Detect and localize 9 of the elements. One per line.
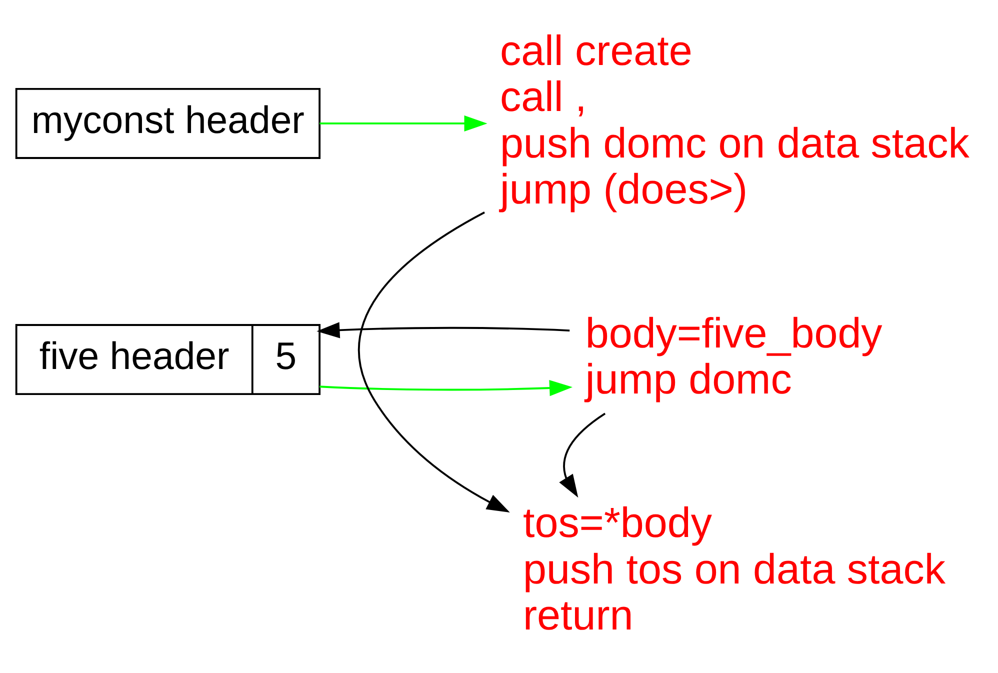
arrow [316,322,570,338]
arrow [320,380,573,396]
node-text: tos=*body push tos on data stack return [522,499,946,638]
arrow [358,212,510,512]
node-box: myconst header [15,88,321,159]
arrow [559,412,606,498]
node-text: body=five_body jump domc [585,309,882,402]
arrow [320,115,488,132]
node-text: call create call , push domc on data stack jump (does>) [500,27,970,212]
